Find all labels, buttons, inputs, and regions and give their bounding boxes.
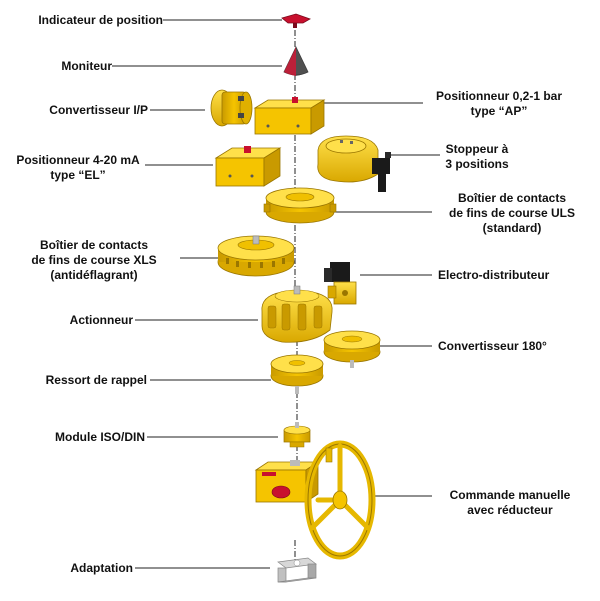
label-uls-switch-box: Boîtier de contacts de fins de course UL… (448, 191, 576, 235)
label-converter-180: Convertisseur 180° (438, 339, 547, 353)
label-return-spring: Ressort de rappel (45, 373, 147, 387)
label-adaptation: Adaptation (70, 561, 133, 575)
monitor-part (283, 46, 309, 76)
label-positioner-el: Positionneur 4-20 mA type “EL” (16, 153, 140, 182)
label-xls-switch-box: Boîtier de contacts de fins de course XL… (31, 238, 157, 282)
position-indicator-part (281, 13, 311, 28)
label-iso-din-module: Module ISO/DIN (55, 430, 145, 444)
return-spring-part (270, 354, 324, 394)
label-ip-converter: Convertisseur I/P (49, 103, 148, 117)
solenoid-valve-part (324, 262, 357, 305)
actuator-part (261, 285, 333, 343)
label-solenoid-valve: Electro-distributeur (438, 268, 550, 282)
uls-switch-box-part (263, 187, 337, 224)
manual-override-part (254, 440, 376, 560)
adaptation-part (277, 557, 317, 583)
converter-180-part (323, 330, 381, 368)
xls-switch-box-part (217, 235, 295, 277)
iso-din-module-part (283, 422, 311, 448)
label-position-indicator: Indicateur de position (38, 13, 163, 27)
positioner-el-part (214, 146, 282, 187)
label-stopper: Stoppeur à 3 positions (445, 142, 509, 171)
leader-lines (112, 19, 440, 569)
label-positioner-ap: Positionneur 0,2-1 bar type “AP” (435, 89, 563, 118)
stopper-part (317, 135, 391, 192)
label-manual-override: Commande manuelle avec réducteur (449, 488, 571, 517)
label-monitor: Moniteur (61, 59, 112, 73)
label-actuator: Actionneur (69, 313, 133, 327)
ip-converter-part (210, 89, 253, 127)
positioner-ap-part (253, 97, 326, 135)
